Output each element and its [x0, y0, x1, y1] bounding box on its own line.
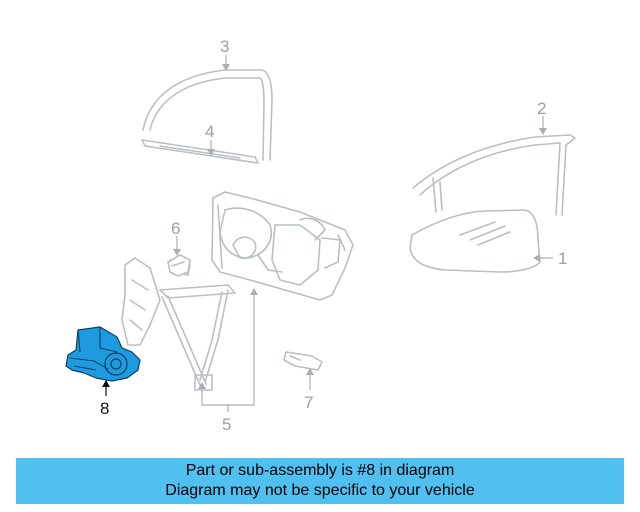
part-2-window-channel — [412, 134, 576, 216]
callout-8: 8 — [100, 399, 109, 418]
part-1-window-glass — [409, 209, 541, 273]
part-3-frame-seal — [142, 69, 273, 161]
part-5-window-regulator — [121, 257, 236, 391]
banner-line-2: Diagram may not be specific to your vehi… — [165, 482, 475, 499]
parts-diagram: 1 2 3 4 5 6 7 8 — [65, 37, 576, 434]
part-4-belt-strip — [141, 139, 259, 164]
banner-line-1: Part or sub-assembly is #8 in diagram — [185, 462, 455, 479]
callout-3: 3 — [220, 37, 229, 56]
part-7-clip — [283, 351, 323, 371]
callout-labels: 1 2 3 4 5 6 7 8 — [100, 37, 567, 434]
part-8-window-motor[interactable] — [65, 326, 141, 382]
door-inner-panel — [211, 191, 354, 301]
info-banner: Part or sub-assembly is #8 in diagram Di… — [16, 458, 624, 504]
callout-4: 4 — [205, 122, 214, 141]
callout-2: 2 — [537, 99, 546, 118]
callout-1: 1 — [558, 249, 567, 268]
leader-lines — [102, 55, 553, 412]
part-6-bracket — [167, 254, 191, 277]
callout-7: 7 — [304, 393, 313, 412]
callout-5: 5 — [222, 415, 231, 434]
callout-6: 6 — [171, 219, 180, 238]
